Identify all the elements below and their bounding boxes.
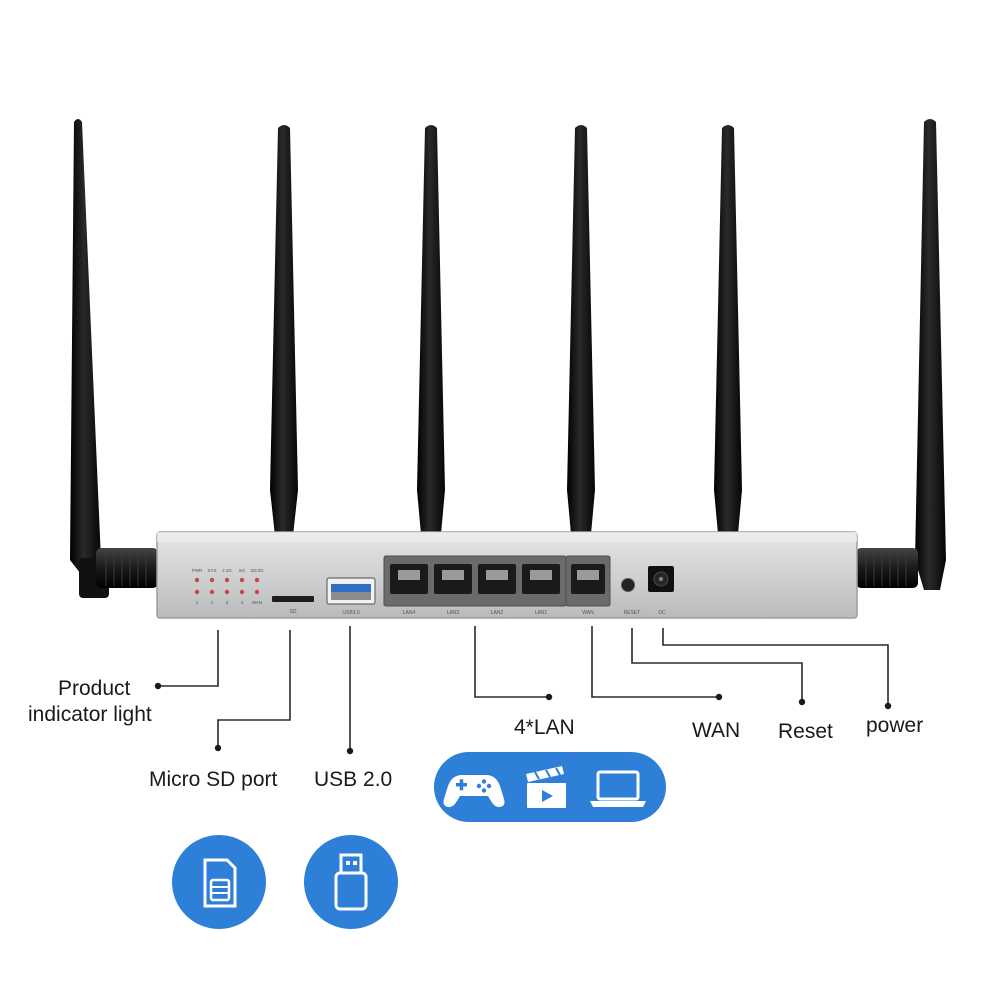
led-label-top: 2.4G — [222, 568, 232, 573]
led-label-bottom: 1 — [196, 600, 199, 605]
micro-sd-callout: Micro SD port — [149, 768, 278, 791]
gamepad-icon — [443, 775, 505, 808]
lan-port-label: LAN1 — [535, 610, 548, 616]
usb-callout: USB 2.0 — [314, 768, 393, 791]
right-hinge — [856, 548, 918, 588]
led-label-bottom: WAN — [252, 600, 262, 605]
usb-stick-icon — [334, 853, 368, 911]
antenna-5 — [714, 125, 742, 545]
sd-port-label: SD — [290, 609, 297, 615]
sim-card-icon-badge — [172, 835, 266, 929]
led-label-bottom: 2 — [211, 600, 214, 605]
led-label-top: SYS — [207, 568, 216, 573]
led-label-top: 5G — [239, 568, 246, 573]
antenna-1 — [70, 119, 109, 598]
leader-lines — [158, 626, 889, 750]
reset-label: RESET — [624, 610, 641, 616]
led-label-bottom: 4 — [241, 600, 244, 605]
led-group — [194, 577, 260, 595]
laptop-icon — [590, 770, 646, 807]
left-hinge — [96, 548, 158, 588]
led-label-top: PWR — [192, 568, 203, 573]
reset-callout: Reset — [778, 720, 833, 743]
antenna-4 — [567, 125, 595, 545]
dc-label: DC — [658, 610, 666, 616]
sim-card-icon — [203, 858, 237, 908]
movie-clapperboard-icon — [526, 766, 566, 808]
lan-port-label: LAN4 — [403, 610, 416, 616]
reset-button — [621, 578, 635, 592]
wan-port-label: WAN — [582, 610, 594, 616]
lan-port-label: LAN3 — [447, 610, 460, 616]
lan-port-label: LAN2 — [491, 610, 504, 616]
power-callout: power — [866, 714, 924, 737]
usb-port-label: USB3.0 — [342, 610, 359, 616]
indicator-light-callout-line1: Product — [58, 677, 131, 700]
antenna-6 — [915, 119, 946, 590]
lan-callout: 4*LAN — [514, 716, 575, 739]
sd-slot — [272, 596, 314, 602]
usage-icons-pill — [434, 752, 666, 822]
usb-stick-icon-badge — [304, 835, 398, 929]
wan-callout: WAN — [692, 719, 741, 742]
led-label-bottom: 3 — [226, 600, 229, 605]
antenna-2 — [270, 125, 298, 545]
antenna-3 — [417, 125, 445, 545]
indicator-light-callout-line2: indicator light — [28, 703, 152, 726]
led-label-top: 3G/4G — [250, 568, 264, 573]
